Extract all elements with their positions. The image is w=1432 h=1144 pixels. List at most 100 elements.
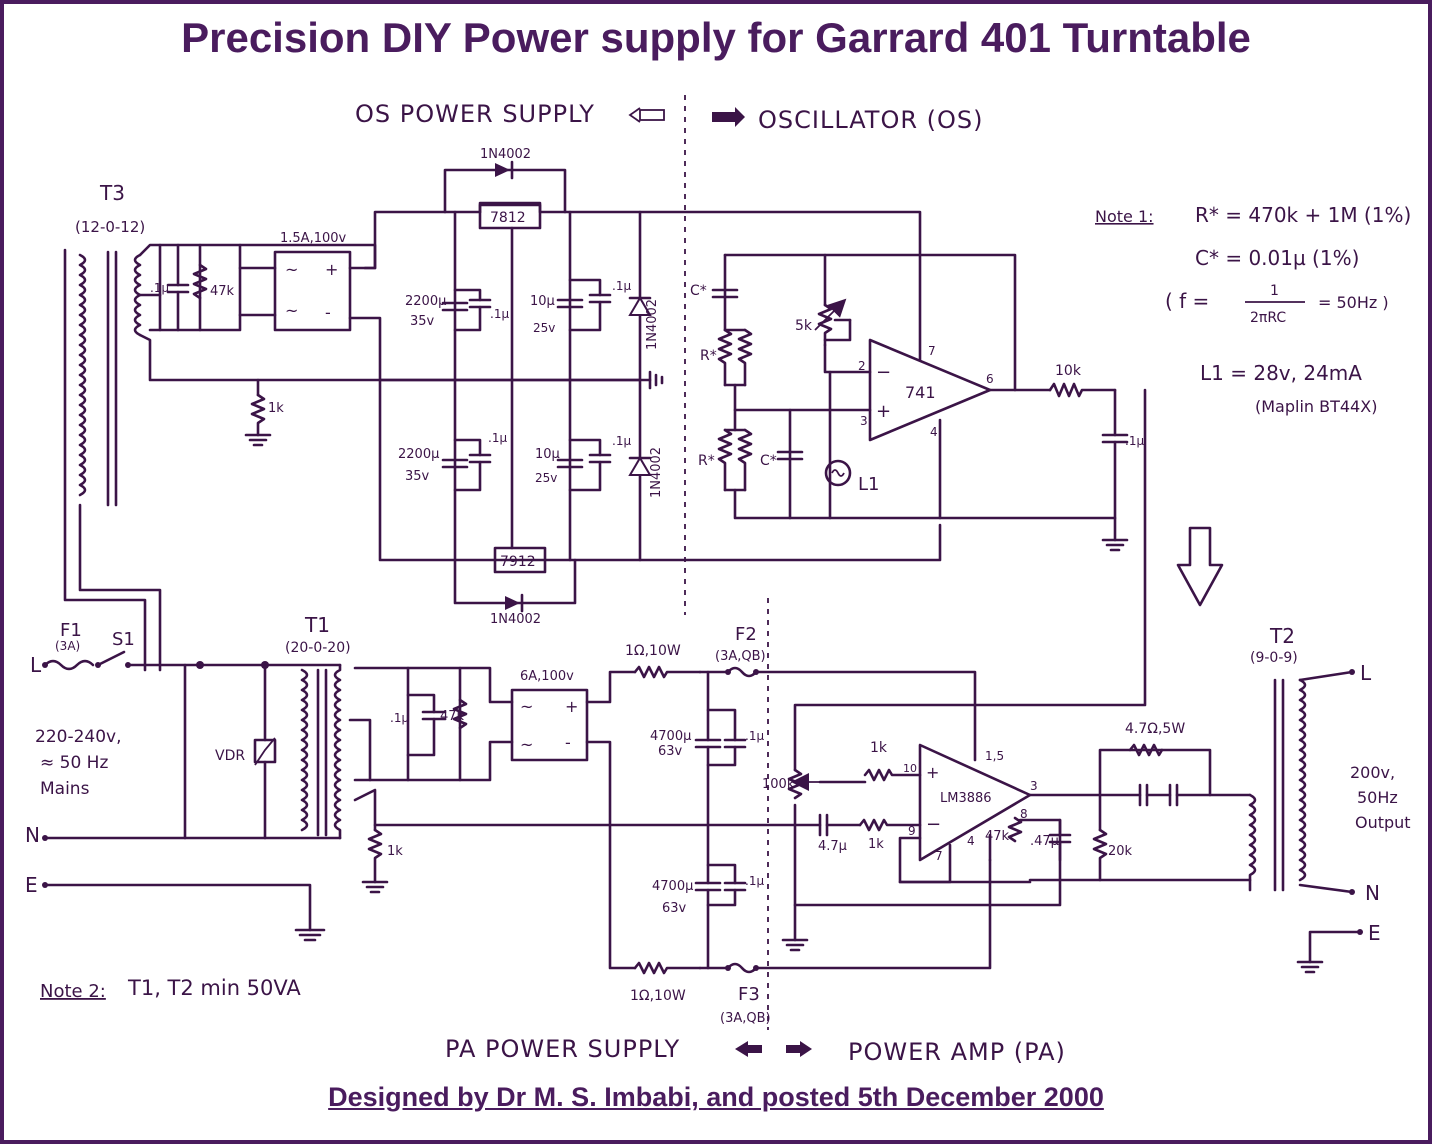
ground-icon <box>781 938 809 952</box>
label-res-10k: 10k <box>1055 363 1082 379</box>
resistor-1k-in <box>863 768 922 782</box>
note1-r: R* = 470k + 1M (1%) <box>1195 203 1411 227</box>
label-cap-2200-bot: 2200µ <box>398 447 439 462</box>
svg-text:~: ~ <box>520 697 533 716</box>
arrow-left-icon <box>735 1041 762 1057</box>
label-cap-t1: .1µ <box>390 711 409 725</box>
label-res-1k-in: 1k <box>870 740 888 756</box>
capacitor-01-bot <box>453 438 492 492</box>
label-pin2: 2 <box>858 359 866 373</box>
label-lamp: L1 <box>858 474 879 495</box>
label-cap-t3: .1µ <box>150 281 169 295</box>
potentiometer-100k[interactable] <box>787 768 820 800</box>
section-power-amp: POWER AMP (PA) <box>848 1038 1066 1066</box>
label-pot-100k: 100k <box>762 777 795 792</box>
label-pin6: 6 <box>986 372 994 386</box>
note1-l1: L1 = 28v, 24mA <box>1200 361 1362 385</box>
label-t2: T2 <box>1269 624 1295 648</box>
label-cap-10-top-v: 25v <box>533 321 555 335</box>
potentiometer-5k[interactable] <box>814 298 852 347</box>
ground-icon <box>294 928 326 942</box>
label-diode-right-top: 1N4002 <box>645 299 660 350</box>
label-res-20k: 20k <box>1108 844 1133 859</box>
regulator-7812 <box>478 201 542 230</box>
label-bridge-os: 1.5A,100v <box>280 231 347 246</box>
ground-icon <box>1296 960 1324 974</box>
label-f2-spec: (3A,QB) <box>715 649 766 664</box>
resistor-1k-t3 <box>244 393 272 447</box>
label-osc-c-top: C* <box>690 283 707 299</box>
label-pin7: 7 <box>928 344 936 358</box>
capacitor-2200-top <box>441 301 469 312</box>
label-osc-pot: 5k <box>795 318 813 334</box>
resistor-osc-r-bot <box>717 428 753 492</box>
label-osc-c-bot: C* <box>760 453 777 469</box>
label-out-3: Output <box>1355 813 1411 832</box>
capacitor-4700-top <box>694 708 747 767</box>
label-amp-pin-3: 3 <box>1030 779 1038 793</box>
bridge-rectifier-os: ~ ~ + - <box>273 250 352 332</box>
label-t3-spec: (12-0-12) <box>75 218 145 236</box>
label-line-l: L <box>30 653 42 677</box>
label-diode-right-bot: 1N4002 <box>649 447 664 498</box>
svg-text:+: + <box>565 697 578 716</box>
label-cap-01-bot: .1µ <box>488 431 507 445</box>
label-diode-bottom: 1N4002 <box>490 612 541 627</box>
arrow-left-icon <box>628 107 665 123</box>
label-res-1k-t1: 1k <box>387 844 403 859</box>
label-cap-10-bot-v: 25v <box>535 471 557 485</box>
label-amp-pin-4: 4 <box>967 834 975 848</box>
label-res-1r-bot: 1Ω,10W <box>630 988 686 1004</box>
label-out-n: N <box>1365 881 1380 905</box>
label-res-1k-t3: 1k <box>268 401 284 416</box>
label-res-47k-amp: 47k <box>985 829 1010 844</box>
label-f3: F3 <box>738 984 760 1005</box>
switch-s1[interactable] <box>95 650 131 668</box>
fuse-f2 <box>725 669 759 675</box>
label-reg-7812: 7812 <box>490 210 526 226</box>
note1-maplin: (Maplin BT44X) <box>1255 397 1377 416</box>
section-oscillator: OSCILLATOR (OS) <box>758 106 984 134</box>
resistor-47k-t3 <box>192 263 208 300</box>
label-cap-osc: .1µ <box>1125 434 1144 448</box>
ground-icon <box>1101 538 1129 552</box>
label-cap-4700-top: 4700µ <box>650 729 691 744</box>
label-out-1: 200v, <box>1350 763 1395 782</box>
label-cap-4700-bot-v: 63v <box>662 901 687 916</box>
label-out-l: L <box>1360 661 1372 685</box>
footer-credit: Designed by Dr M. S. Imbabi, and posted … <box>0 1082 1432 1113</box>
bridge-rectifier-pa: ~ ~ + - <box>510 688 589 762</box>
label-out-e: E <box>1368 921 1381 945</box>
transformer-t1 <box>300 663 342 840</box>
label-mains-2: ≈ 50 Hz <box>40 753 108 773</box>
capacitor-4700-bot <box>694 863 747 907</box>
lamp-l1 <box>824 459 852 487</box>
capacitor-osc-c-top <box>711 288 739 299</box>
label-amp-pin-10: 10 <box>903 762 917 775</box>
capacitor-10-bot <box>556 458 584 469</box>
label-vdr: VDR <box>215 748 245 764</box>
svg-text:+: + <box>926 763 939 782</box>
ground-icon <box>648 370 664 390</box>
label-pin4: 4 <box>930 425 938 439</box>
label-amp-pin-9: 9 <box>908 824 916 838</box>
label-res-47k-t3: 47k <box>210 284 235 299</box>
capacitor-t3 <box>166 243 190 332</box>
resistor-1k-fb <box>858 818 922 832</box>
note1-f-num: 1 <box>1270 283 1279 299</box>
diode-right-bot <box>628 456 652 476</box>
note1-f-den: 2πRC <box>1250 310 1286 326</box>
label-f1-spec: (3A) <box>55 639 80 653</box>
note1-label: Note 1: <box>1095 207 1154 226</box>
note2-text: T1, T2 min 50VA <box>127 976 301 1000</box>
svg-text:−: − <box>876 362 891 383</box>
capacitor-01-bot2 <box>568 438 612 492</box>
label-res-47k-t1: 47k <box>440 709 465 724</box>
svg-text:~: ~ <box>285 260 298 279</box>
arrow-right-icon <box>786 1041 812 1057</box>
label-cap-4700-bot: 4700µ <box>652 879 693 894</box>
svg-text:+: + <box>876 401 891 422</box>
note2-label: Note 2: <box>40 981 106 1002</box>
capacitor-01-top <box>453 288 492 332</box>
